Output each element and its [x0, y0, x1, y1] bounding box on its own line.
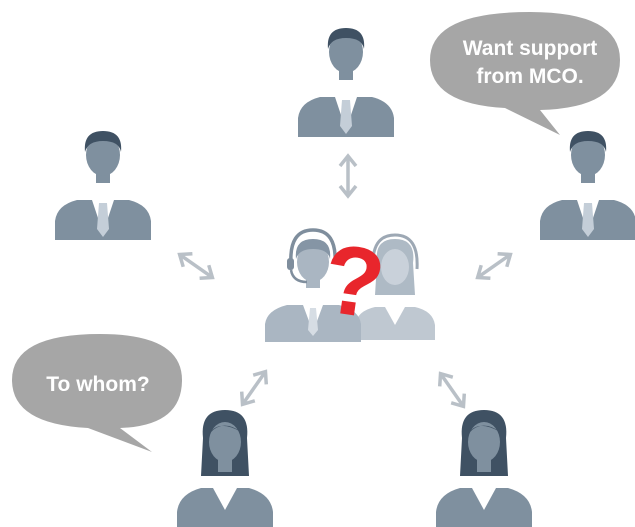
bubble-support-line2: from MCO. — [476, 65, 584, 88]
speech-bubble-whom — [12, 334, 182, 452]
person-top — [298, 28, 394, 137]
bubble-whom-text: To whom? — [46, 373, 150, 396]
person-bottom-right — [436, 410, 532, 527]
person-left — [55, 131, 151, 240]
person-bottom-left — [177, 410, 273, 527]
speech-bubble-support — [430, 12, 620, 135]
bubble-support-line1: Want support — [462, 37, 598, 60]
arrow-left — [173, 246, 219, 286]
arrow-bottom-right — [432, 367, 472, 413]
person-right — [540, 131, 635, 240]
bubble-support-text: Want support from MCO. — [446, 35, 614, 91]
arrow-bottom-left — [234, 365, 274, 411]
support-operators — [265, 228, 435, 342]
arrow-top — [338, 154, 358, 198]
arrow-right — [471, 246, 517, 286]
